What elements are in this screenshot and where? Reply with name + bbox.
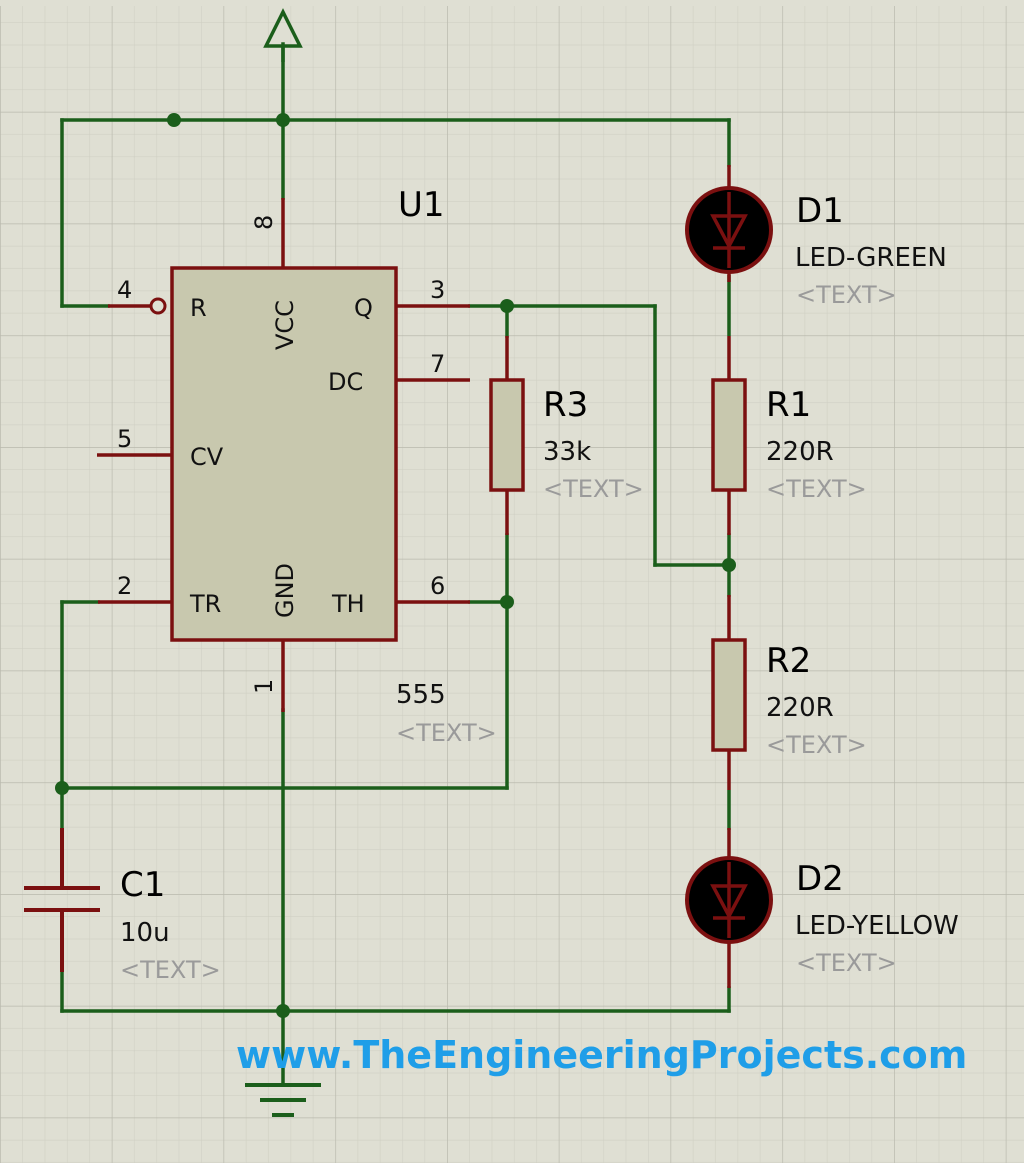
led-icon[interactable] <box>685 828 773 988</box>
d1-value: LED-GREEN <box>795 243 947 273</box>
pin-label-q: Q <box>354 294 373 322</box>
r3-value: 33k <box>543 437 591 467</box>
pin-number-2: 2 <box>117 572 132 600</box>
junction-dot[interactable] <box>55 781 69 795</box>
r1-ref: R1 <box>766 385 811 425</box>
resistor-icon[interactable] <box>711 595 747 790</box>
pin-number-6: 6 <box>430 572 445 600</box>
r3-text: <TEXT> <box>543 475 644 503</box>
junction-dot[interactable] <box>500 595 514 609</box>
d2-text: <TEXT> <box>796 949 897 977</box>
power-terminal-icon[interactable] <box>263 8 303 62</box>
r1-text: <TEXT> <box>766 475 867 503</box>
grid <box>0 6 1024 1163</box>
c1-text: <TEXT> <box>120 956 221 984</box>
pin-label-cv: CV <box>190 443 224 471</box>
r3-ref: R3 <box>543 385 588 425</box>
junctions <box>55 113 736 1018</box>
junction-dot[interactable] <box>500 299 514 313</box>
ic-555-icon[interactable] <box>97 198 470 712</box>
junction-dot[interactable] <box>276 113 290 127</box>
pin-label-r: R <box>190 294 207 322</box>
d2-value: LED-YELLOW <box>795 911 959 941</box>
resistor-icon[interactable] <box>489 336 525 535</box>
ic-body <box>170 266 398 642</box>
pin-number-5: 5 <box>117 425 132 453</box>
pin-label-gnd: GND <box>271 563 299 618</box>
r1-value: 220R <box>766 437 834 467</box>
pin-label-dc: DC <box>328 368 363 396</box>
d1-text: <TEXT> <box>796 281 897 309</box>
junction-dot[interactable] <box>167 113 181 127</box>
capacitor-icon[interactable] <box>24 828 100 972</box>
u1-text: <TEXT> <box>396 719 497 747</box>
pin-number-8: 8 <box>250 215 278 230</box>
r2-value: 220R <box>766 693 834 723</box>
led-icon[interactable] <box>685 165 773 282</box>
pin-number-4: 4 <box>117 276 132 304</box>
pin-label-th: TH <box>331 590 365 618</box>
r2-text: <TEXT> <box>766 731 867 759</box>
pin-label-vcc: VCC <box>271 300 299 350</box>
u1-ref: U1 <box>398 185 445 225</box>
wires <box>60 42 731 1087</box>
r2-ref: R2 <box>766 641 811 681</box>
watermark: www.TheEngineeringProjects.com <box>236 1033 967 1077</box>
resistor-icon[interactable] <box>711 336 747 535</box>
junction-dot[interactable] <box>276 1004 290 1018</box>
pin-number-3: 3 <box>430 276 445 304</box>
c1-value: 10u <box>120 918 170 948</box>
c1-ref: C1 <box>120 865 165 905</box>
pin-number-7: 7 <box>430 350 445 378</box>
pin-label-tr: TR <box>189 590 221 618</box>
u1-value: 555 <box>396 680 446 710</box>
d1-ref: D1 <box>796 191 844 231</box>
ground-symbol-icon[interactable] <box>245 1083 321 1117</box>
d2-ref: D2 <box>796 859 844 899</box>
junction-dot[interactable] <box>722 558 736 572</box>
pin-number-1: 1 <box>250 679 278 694</box>
